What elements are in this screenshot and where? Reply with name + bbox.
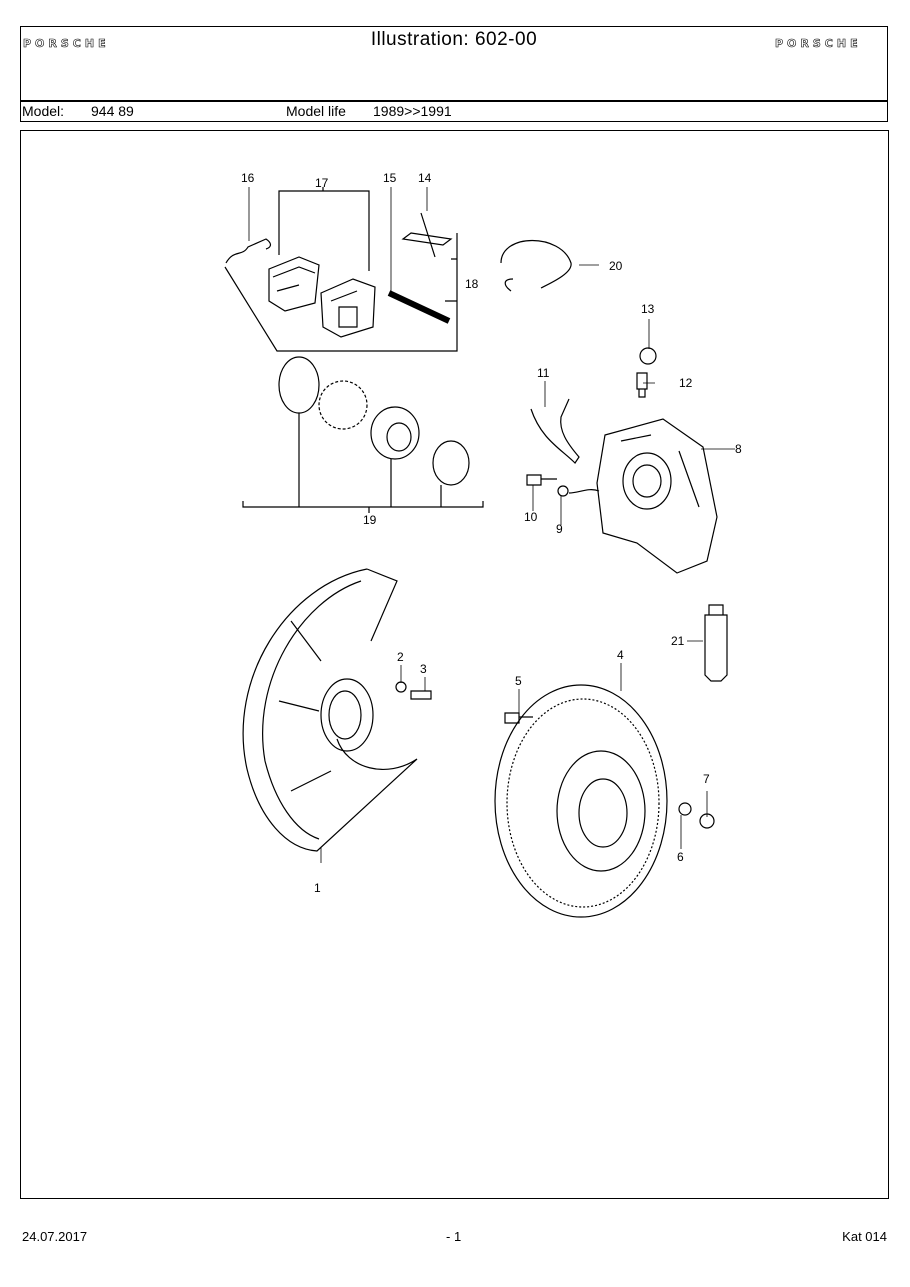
brake-caliper [596,418,718,574]
shield-bolt [410,690,432,700]
pad-spreader [401,212,453,258]
callout-2: 2 [397,650,404,664]
porsche-logo-right: PORSCHE [775,38,862,48]
disc-screw [504,712,533,724]
callout-15: 15 [383,171,397,185]
callout-20: 20 [609,259,623,273]
brake-dust-shield [242,568,418,852]
brake-assembly-diagram: 1 2 3 4 5 6 7 8 9 10 11 12 13 14 15 16 1… [224,171,742,918]
retaining-pin [387,290,451,324]
model-life-label: Model life [286,103,346,119]
callout-11: 11 [537,366,550,380]
callout-7: 7 [703,772,710,786]
disc-washer [678,802,692,816]
callout-1: 1 [314,881,321,895]
porsche-logo-left: PORSCHE [23,38,110,48]
footer-catalog: Kat 014 [842,1229,887,1244]
illustration-frame: 1 2 3 4 5 6 7 8 9 10 11 12 13 14 15 16 1… [20,130,889,1199]
model-life-value: 1989>>1991 [373,103,452,119]
callout-10: 10 [524,510,538,524]
part-bracket-18 [224,233,458,352]
shield-washer [395,681,407,693]
svg-text:PORSCHE: PORSCHE [775,38,862,48]
callout-19: 19 [363,513,377,527]
piston-kit [278,356,470,486]
model-label: Model: [22,103,65,119]
brake-disc [494,684,668,918]
leader-lines [248,187,735,863]
callout-21: 21 [671,634,685,648]
model-value: 944 89 [91,103,134,119]
grease-tube [704,604,728,682]
callout-3: 3 [420,662,427,676]
callout-9: 9 [556,522,563,536]
callout-labels: 1 2 3 4 5 6 7 8 9 10 11 12 13 14 15 16 1… [241,171,742,895]
footer-date: 24.07.2017 [22,1229,88,1244]
footer-page-number: - 1 [446,1229,462,1244]
header-box: PORSCHE Illustration: 602-00 PORSCHE Mod… [20,26,888,122]
caliper-washer [557,485,569,497]
callout-13: 13 [641,302,655,316]
callout-16: 16 [241,171,255,185]
callout-17: 17 [315,176,329,190]
caliper-bolt [526,474,557,486]
anti-rattle-spring [225,238,272,264]
connector-line-9 [568,489,600,494]
wear-sensor [500,239,572,292]
callout-18: 18 [465,277,479,291]
callout-12: 12 [679,376,693,390]
bleeder-cap [639,347,657,365]
header-divider [21,100,887,102]
callout-5: 5 [515,674,522,688]
caliper-spring [530,398,580,464]
callout-4: 4 [617,648,624,662]
callout-8: 8 [735,442,742,456]
part-bracket-19 [242,413,484,513]
callout-14: 14 [418,171,432,185]
callout-6: 6 [677,850,684,864]
brake-pads [268,256,376,338]
svg-text:PORSCHE: PORSCHE [23,38,110,48]
page-title: Illustration: 602-00 [370,29,538,50]
bleeder-valve [636,372,648,398]
part-bracket-17 [278,187,370,271]
